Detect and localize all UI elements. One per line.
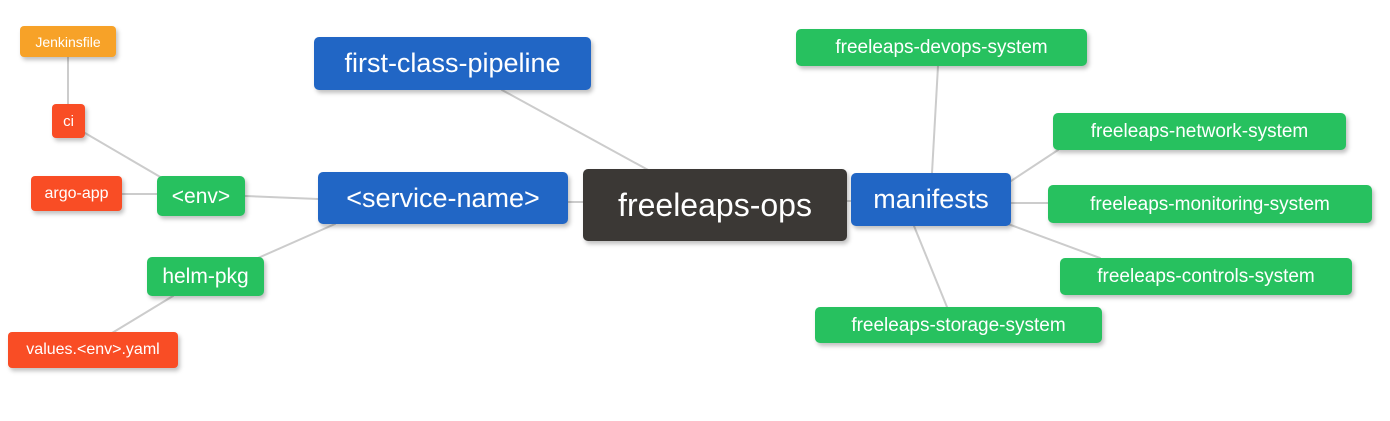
node-env[interactable]: <env> bbox=[157, 176, 245, 216]
node-manifests[interactable]: manifests bbox=[851, 173, 1011, 226]
edge-service-name-helm-pkg bbox=[257, 223, 336, 259]
edge-manifests-controls bbox=[1007, 223, 1101, 259]
node-freeleaps-ops-root[interactable]: freeleaps-ops bbox=[583, 169, 847, 241]
node-jenkinsfile[interactable]: Jenkinsfile bbox=[20, 26, 116, 57]
node-helm-pkg[interactable]: helm-pkg bbox=[147, 257, 264, 296]
node-service-name[interactable]: <service-name> bbox=[318, 172, 568, 224]
node-freeleaps-storage-system[interactable]: freeleaps-storage-system bbox=[815, 307, 1102, 343]
edge-manifests-storage bbox=[913, 225, 948, 308]
node-freeleaps-devops-system[interactable]: freeleaps-devops-system bbox=[796, 29, 1087, 66]
edge-manifests-network bbox=[1010, 149, 1059, 182]
node-values-env-yaml[interactable]: values.<env>.yaml bbox=[8, 332, 178, 368]
edge-helm-pkg-values bbox=[111, 295, 174, 334]
node-freeleaps-monitoring-system[interactable]: freeleaps-monitoring-system bbox=[1048, 185, 1372, 223]
edge-ops-first-class-pipeline bbox=[501, 89, 651, 172]
node-first-class-pipeline[interactable]: first-class-pipeline bbox=[314, 37, 591, 90]
node-ci[interactable]: ci bbox=[52, 104, 85, 138]
node-freeleaps-controls-system[interactable]: freeleaps-controls-system bbox=[1060, 258, 1352, 295]
node-argo-app[interactable]: argo-app bbox=[31, 176, 122, 211]
edge-manifests-devops bbox=[931, 65, 939, 174]
node-freeleaps-network-system[interactable]: freeleaps-network-system bbox=[1053, 113, 1346, 150]
edge-ci-env bbox=[84, 132, 163, 179]
edge-env-service-name bbox=[244, 195, 319, 200]
